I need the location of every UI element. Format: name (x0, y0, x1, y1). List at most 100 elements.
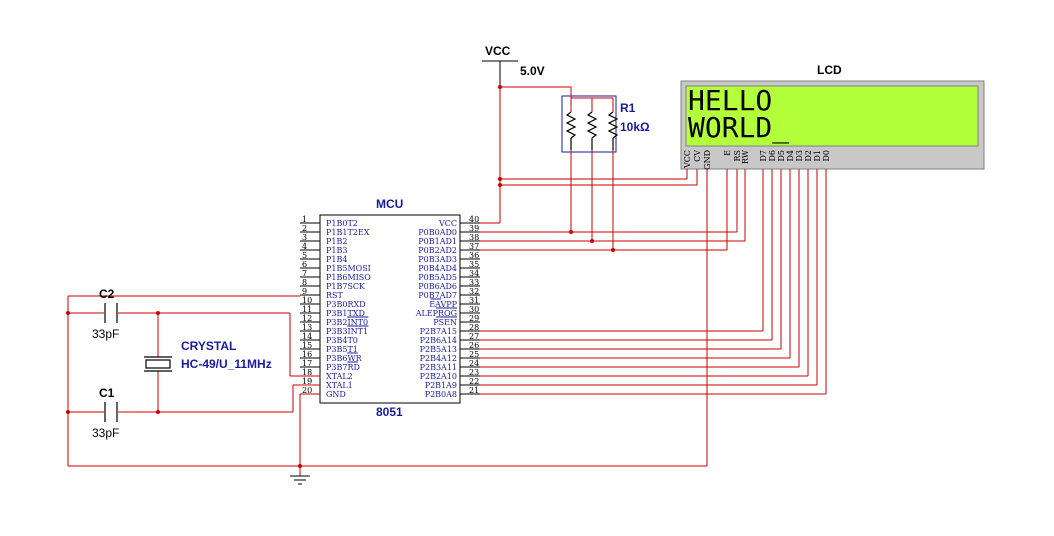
mcu-pin-number: 23 (469, 368, 479, 377)
mcu-pin-name: P3B3INT1 (326, 327, 368, 336)
mcu-pin-number: 26 (469, 341, 479, 350)
mcu-pin-number: 40 (469, 215, 479, 224)
lcd-pin-label: RS (733, 150, 742, 162)
mcu-pin-name: P2B6A14 (420, 336, 457, 345)
mcu-pin-name: P2B5A13 (420, 345, 457, 354)
mcu-pin-number: 1 (302, 215, 307, 224)
crystal-circuit-wires (66, 311, 320, 414)
mcu-pin-number: 35 (469, 260, 479, 269)
mcu-pin-number: 10 (302, 296, 312, 305)
mcu-pin-number: 2 (302, 224, 307, 233)
mcu-pin-name: PSEN (433, 318, 457, 327)
mcu-pin-name: ALEPROG (415, 309, 457, 318)
mcu-pin-number: 24 (469, 359, 479, 368)
lcd-pin-label: E (723, 150, 732, 156)
mcu-pin-number: 25 (469, 350, 479, 359)
mcu-pin-name: P2B4A12 (420, 354, 457, 363)
mcu-pin-number: 8 (302, 278, 307, 287)
c1-capacitor[interactable]: C1 33pF (92, 386, 119, 440)
mcu-pin-name: P3B6WR (326, 354, 363, 363)
mcu-pin-number: 15 (302, 341, 312, 350)
mcu-pin-number: 37 (469, 242, 479, 251)
mcu-pin-name: XTAL1 (326, 381, 353, 390)
control-wires (480, 150, 746, 252)
c2-value: 33pF (92, 327, 119, 341)
lcd-pin-label: D3 (795, 150, 804, 162)
mcu-pin-name: P0B1AD1 (418, 237, 457, 246)
mcu-pin-name: GND (326, 390, 346, 399)
mcu-pin-number: 28 (469, 323, 479, 332)
lcd-pin-label: D4 (786, 150, 795, 162)
mcu-pin-name: P0B3AD3 (418, 255, 457, 264)
mcu-pin-number: 6 (302, 260, 307, 269)
mcu-pin-name: P0B0AD0 (418, 228, 457, 237)
r1-resistor-network[interactable]: R1 10kΩ (561, 95, 650, 153)
mcu-pin-name: P3B4T0 (326, 336, 358, 345)
mcu-pin-name: EAVPP (429, 300, 457, 309)
mcu-pin-name: P1B6MISO (326, 273, 371, 282)
lcd-pin-label: CV (693, 150, 702, 162)
lcd-pin-label: D5 (777, 150, 786, 162)
vcc-source[interactable]: VCC 5.0V (482, 44, 545, 87)
mcu-pin-name: P0B4AD4 (418, 264, 457, 273)
mcu-pin-number: 9 (302, 287, 307, 296)
vcc-label: VCC (485, 44, 511, 58)
mcu-pin-name: P3B5T1 (326, 345, 358, 354)
mcu-pin-name: P2B2A10 (420, 372, 457, 381)
lcd-pin-label: D0 (822, 150, 831, 162)
mcu-pin-name: P1B7SCK (326, 282, 366, 291)
mcu-right-pins: 40VCC39P0B0AD038P0B1AD137P0B2AD236P0B3AD… (415, 215, 480, 399)
mcu-pin-number: 32 (469, 287, 479, 296)
mcu-pin-name: P3B0RXD (326, 300, 366, 309)
mcu-pin-number: 11 (302, 305, 312, 314)
mcu-pin-number: 34 (469, 269, 479, 278)
mcu-pin-name: P1B1T2EX (326, 228, 370, 237)
mcu-pin-name: P0B5AD5 (418, 273, 457, 282)
mcu-pin-number: 30 (469, 305, 479, 314)
mcu-pin-name: P2B1A9 (425, 381, 457, 390)
mcu-pin-name: P1B5MOSI (326, 264, 371, 273)
mcu-pin-number: 22 (469, 377, 479, 386)
mcu-pin-name: VCC (438, 219, 457, 228)
mcu-pin-number: 31 (469, 296, 479, 305)
crystal[interactable]: CRYSTAL HC-49/U_11MHz (144, 339, 272, 372)
crystal-part: HC-49/U_11MHz (181, 357, 272, 371)
mcu-pin-name: P3B7RD (326, 363, 360, 372)
data-bus-wires (480, 169, 827, 395)
mcu-pin-name: P1B0T2 (326, 219, 358, 228)
mcu-pin-name: P3B1TXD (326, 309, 365, 318)
mcu-pin-number: 18 (302, 368, 312, 377)
r1-value: 10kΩ (620, 120, 650, 134)
mcu-pin-number: 13 (302, 323, 312, 332)
mcu-pin-number: 33 (469, 278, 479, 287)
mcu-pin-number: 20 (302, 386, 312, 395)
lcd-pin-label: GND (703, 150, 712, 170)
vcc-voltage: 5.0V (520, 64, 545, 78)
c2-capacitor[interactable]: C2 33pF (92, 287, 119, 341)
mcu-pin-name: P2B0A8 (425, 390, 457, 399)
mcu-pin-number: 21 (469, 386, 479, 395)
mcu-pin-name: P0B7AD7 (418, 291, 457, 300)
mcu-pin-name: P2B7A15 (420, 327, 457, 336)
lcd-line-2: WORLD_ (688, 111, 789, 145)
c1-label: C1 (99, 386, 115, 400)
mcu-pin-name: P3B2INT0 (326, 318, 368, 327)
mcu-pin-number: 29 (469, 314, 479, 323)
ground-symbol (290, 475, 310, 485)
mcu-pin-number: 16 (302, 350, 312, 359)
lcd-pin-label: D2 (804, 150, 813, 162)
lcd-screen (685, 85, 979, 147)
mcu-pin-name: P1B2 (326, 237, 347, 246)
mcu-pin-name: RST (326, 291, 344, 300)
vcc-net-wires (480, 85, 698, 224)
c1-value: 33pF (92, 426, 119, 440)
mcu-pin-name: XTAL2 (326, 372, 353, 381)
lcd-pin-label: D6 (768, 150, 777, 162)
mcu-pin-name: P1B4 (326, 255, 347, 264)
lcd-pin-label: D7 (759, 150, 768, 162)
mcu-pin-number: 17 (302, 359, 312, 368)
